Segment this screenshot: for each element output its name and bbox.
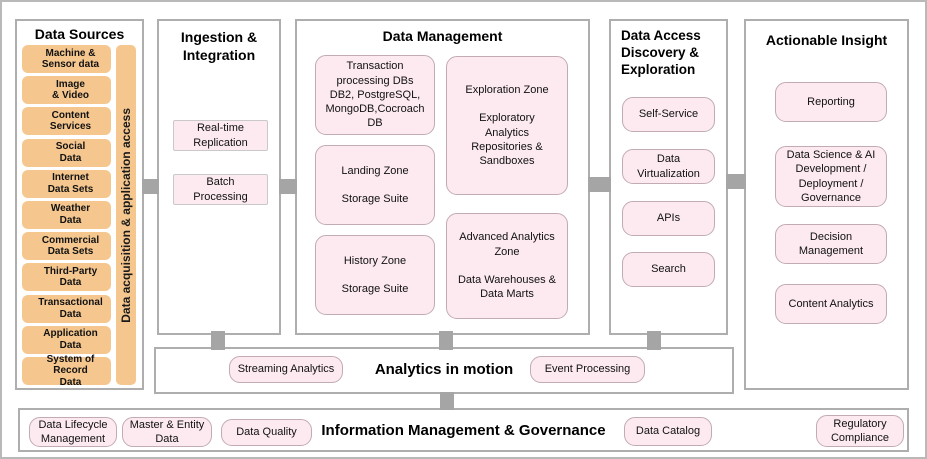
connector-ingestion-to-management — [279, 179, 297, 194]
panel-ingestion-integration: Ingestion & Integration Real-time Replic… — [157, 19, 281, 335]
node-commercial-data-sets: Commercial Data Sets — [22, 232, 111, 261]
information-governance-title: Information Management & Governance — [321, 422, 606, 439]
node-landing-zone: Landing Zone Storage Suite — [315, 145, 435, 225]
data-source-list: Machine & Sensor data Image & Video Cont… — [22, 45, 111, 388]
connector-ingestion-to-analytics — [211, 331, 225, 350]
panel-actionable-insight: Actionable Insight Reporting Data Scienc… — [744, 19, 909, 390]
node-event-processing: Event Processing — [530, 356, 645, 383]
node-search: Search — [622, 252, 715, 287]
acquisition-access-bar: Data acquisition & application access — [116, 45, 136, 385]
panel-data-management: Data Management Transaction processing D… — [295, 19, 590, 335]
node-streaming-analytics: Streaming Analytics — [229, 356, 343, 383]
data-sources-title: Data Sources — [34, 26, 125, 42]
node-machine-sensor-data: Machine & Sensor data — [22, 45, 111, 73]
node-exploration-zone: Exploration Zone Exploratory Analytics R… — [446, 56, 568, 195]
node-data-science-ai: Data Science & AI Development / Deployme… — [775, 146, 887, 207]
node-master-entity-data: Master & Entity Data — [122, 417, 212, 447]
node-system-of-record-data: System of Record Data — [22, 354, 111, 388]
node-third-party-data: Third-Party Data — [22, 263, 111, 292]
node-content-services: Content Services — [22, 107, 111, 136]
node-data-quality: Data Quality — [221, 419, 312, 446]
connector-access-to-analytics — [647, 331, 661, 350]
panel-data-access: Data Access Discovery & Exploration Self… — [609, 19, 728, 335]
node-image-video: Image & Video — [22, 76, 111, 105]
node-internet-data-sets: Internet Data Sets — [22, 169, 111, 198]
node-application-data: Application Data — [22, 325, 111, 354]
node-transaction-processing-dbs: Transaction processing DBs DB2, PostgreS… — [315, 55, 435, 135]
node-real-time-replication: Real-time Replication — [173, 120, 268, 151]
node-data-virtualization: Data Virtualization — [622, 149, 715, 184]
node-history-zone: History Zone Storage Suite — [315, 235, 435, 315]
data-management-title: Data Management — [382, 28, 503, 44]
connector-management-to-analytics — [439, 331, 453, 350]
acquisition-access-label: Data acquisition & application access — [119, 107, 133, 323]
node-data-lifecycle-management: Data Lifecycle Management — [29, 417, 117, 447]
connector-management-to-access — [588, 177, 611, 192]
panel-data-sources: Data Sources Machine & Sensor data Image… — [15, 19, 144, 390]
bar-information-governance: Information Management & Governance Data… — [18, 408, 909, 452]
node-decision-management: Decision Management — [775, 224, 887, 264]
actionable-insight-title: Actionable Insight — [765, 32, 888, 48]
node-data-catalog: Data Catalog — [624, 417, 712, 446]
connector-analytics-to-governance — [440, 392, 454, 410]
node-weather-data: Weather Data — [22, 200, 111, 229]
node-transactional-data: Transactional Data — [22, 294, 111, 323]
analytics-in-motion-title: Analytics in motion — [374, 361, 514, 378]
ingestion-title: Ingestion & Integration — [180, 29, 258, 63]
node-regulatory-compliance: Regulatory Compliance — [816, 415, 904, 447]
node-advanced-analytics-zone: Advanced Analytics Zone Data Warehouses … — [446, 213, 568, 319]
node-reporting: Reporting — [775, 82, 887, 122]
node-self-service: Self-Service — [622, 97, 715, 132]
node-batch-processing: Batch Processing — [173, 174, 268, 205]
bar-analytics-in-motion: Analytics in motion Streaming Analytics … — [154, 347, 734, 394]
node-content-analytics: Content Analytics — [775, 284, 887, 324]
data-access-title: Data Access Discovery & Exploration — [621, 28, 701, 77]
node-apis: APIs — [622, 201, 715, 236]
connector-access-to-insight — [726, 174, 746, 189]
node-social-data: Social Data — [22, 138, 111, 167]
connector-sources-to-ingestion — [142, 179, 159, 194]
